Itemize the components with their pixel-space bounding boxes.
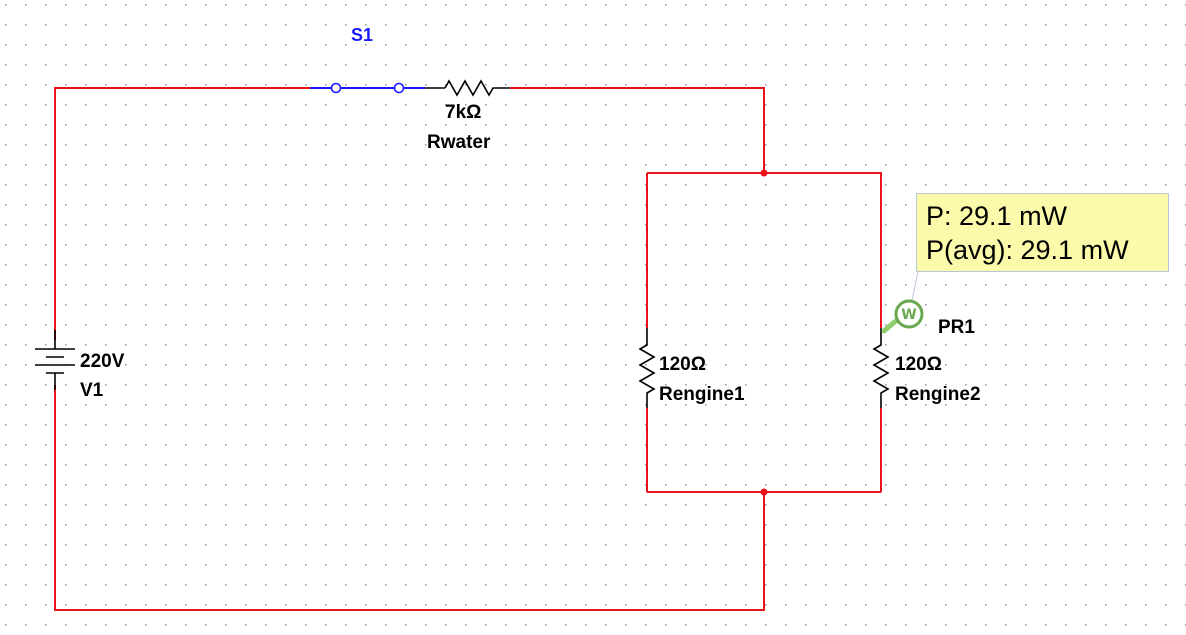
wire-top-right[interactable] xyxy=(510,87,765,173)
switch-s1[interactable] xyxy=(310,82,445,94)
probe-leader-line xyxy=(911,271,919,301)
wires xyxy=(54,87,882,611)
rengine1-value-label: 120Ω xyxy=(659,354,706,375)
power-reading: P: 29.1 mW xyxy=(926,201,1068,231)
rengine1-name-label: Rengine1 xyxy=(659,384,745,405)
probe-pr1[interactable]: W xyxy=(881,271,924,334)
battery-v1[interactable] xyxy=(35,330,75,390)
wire-top-left[interactable] xyxy=(54,87,310,340)
resistor-rwater-zigzag xyxy=(444,79,510,97)
resistor-rengine1-zigzag xyxy=(638,328,656,408)
resistor-rengine2-zigzag xyxy=(872,328,890,408)
probe-stem xyxy=(881,317,900,334)
source-value-label: 220V xyxy=(80,351,125,372)
resistor-rengine2[interactable] xyxy=(872,328,890,408)
rengine2-value-label: 120Ω xyxy=(895,354,942,375)
probe-readout-box[interactable]: P: 29.1 mW P(avg): 29.1 mW xyxy=(916,193,1169,272)
probe-icon xyxy=(894,299,924,329)
source-name-label: V1 xyxy=(80,380,104,401)
avg-power-reading: P(avg): 29.1 mW xyxy=(926,235,1129,265)
wire-bottom[interactable] xyxy=(54,385,765,611)
probe-name-label: PR1 xyxy=(938,317,975,338)
junction-bottom[interactable] xyxy=(760,488,768,496)
junction-top[interactable] xyxy=(760,169,768,177)
switch-label: S1 xyxy=(351,25,373,45)
wire-node-top-right[interactable] xyxy=(764,172,882,328)
switch-contact-right xyxy=(393,82,405,94)
rwater-name-label: Rwater xyxy=(427,132,491,153)
probe-glyph-icon: W xyxy=(901,307,916,323)
rengine2-name-label: Rengine2 xyxy=(895,384,981,405)
rwater-value-label: 7kΩ xyxy=(445,102,481,123)
resistor-rengine1[interactable] xyxy=(638,328,656,408)
resistor-rwater[interactable] xyxy=(444,79,510,97)
switch-contact-left xyxy=(330,82,342,94)
